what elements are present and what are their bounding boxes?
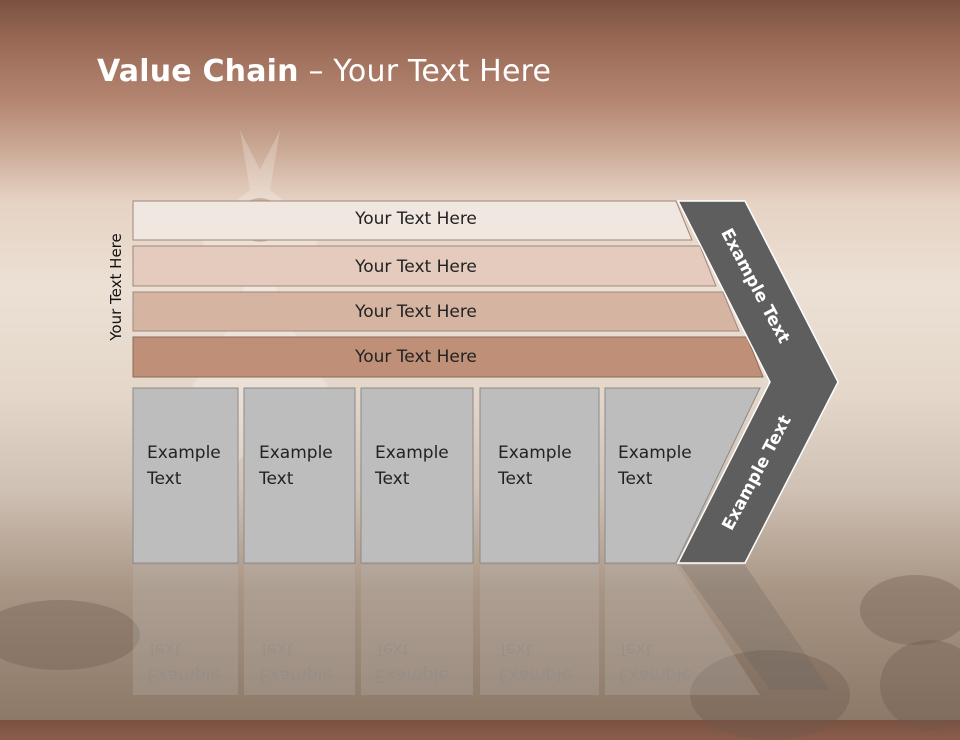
box-4-shape[interactable] [479,387,600,564]
box-1-line-2: Text [147,469,182,489]
diagram-reflection [133,565,830,695]
box-5-line-1: Example [618,443,692,463]
box-5-shape[interactable] [604,387,761,564]
box-2-line-1: Example [259,443,333,463]
box-2-line-2: Text [259,469,294,489]
bar-3-shape[interactable] [132,291,740,332]
box-5-label: Example Text [618,440,692,492]
box-2-shape[interactable] [243,387,356,564]
bar-2-label: Your Text Here [355,257,477,277]
bar-3-label: Your Text Here [355,302,477,322]
box-5-line-2: Text [618,469,653,489]
box-1-label: Example Text [147,440,221,492]
background-rock [860,575,960,645]
bar-4-label: Your Text Here [355,347,477,367]
box-2-label: Example Text [259,440,333,492]
box-4-line-2: Text [498,469,533,489]
box-3-line-1: Example [375,443,449,463]
title-rest: – Your Text Here [298,54,552,89]
box-1-line-1: Example [147,443,221,463]
chevron-shape[interactable] [676,200,839,564]
box-3-shape[interactable] [360,387,474,564]
bar-1-label: Your Text Here [355,209,477,229]
background-rock [880,640,960,730]
box-3-label: Example Text [375,440,449,492]
slide-title: Value Chain – Your Text Here [97,54,551,89]
background-rock [0,600,140,670]
box-1-shape[interactable] [132,387,239,564]
bar-4-shape[interactable] [132,336,764,378]
value-chain-diagram [132,200,839,695]
box-4-label: Example Text [498,440,572,492]
box-4-line-1: Example [498,443,572,463]
bar-2-shape[interactable] [132,245,717,287]
box-3-line-2: Text [375,469,410,489]
bar-1-shape[interactable] [132,200,693,241]
title-bold: Value Chain [97,54,299,89]
